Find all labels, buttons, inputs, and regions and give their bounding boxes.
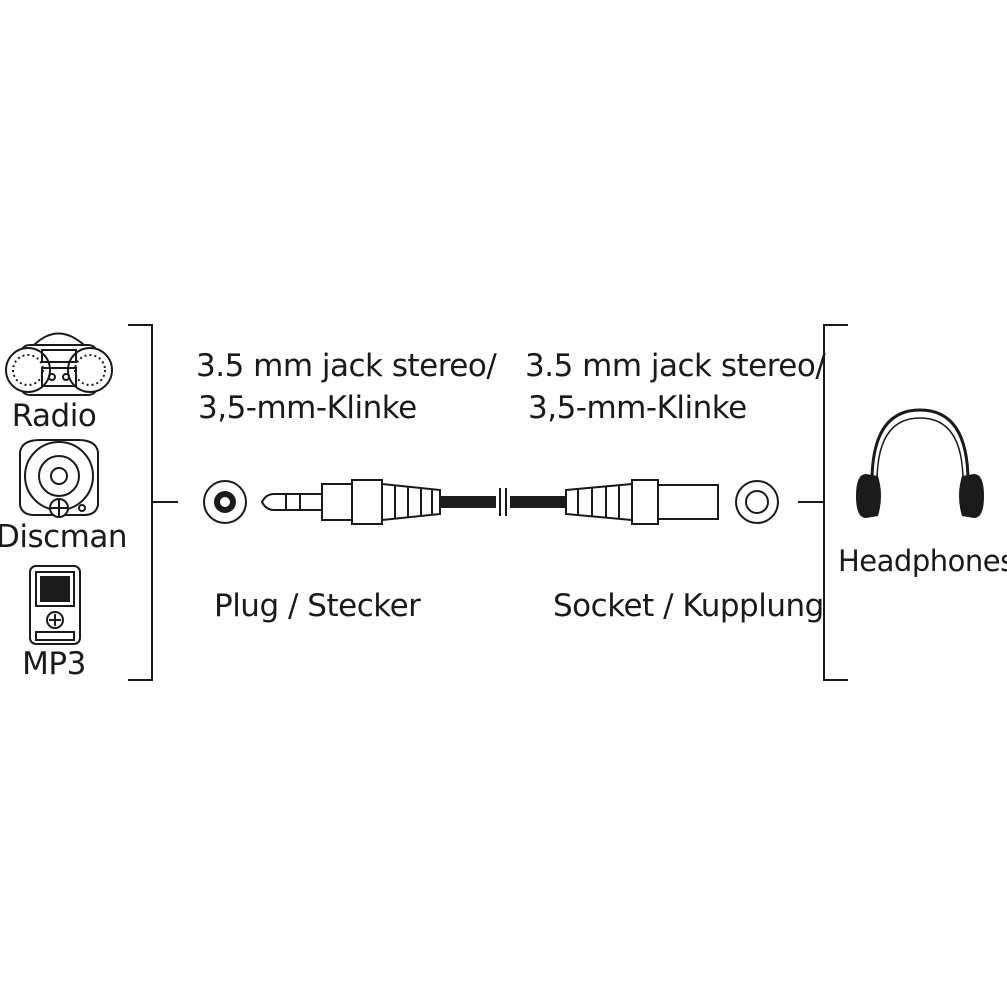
socket-end-icon	[735, 480, 779, 524]
discman-icon	[19, 439, 99, 518]
left-spec-line1: 3.5 mm jack stereo/	[196, 348, 497, 384]
right-bracket	[798, 324, 848, 681]
right-spec-line2: 3,5-mm-Klinke	[528, 390, 747, 426]
plug-connector	[260, 479, 441, 525]
radio-label: Radio	[11, 398, 97, 434]
radio-icon	[5, 332, 113, 396]
discman-label: Discman	[0, 519, 128, 555]
plug-label: Plug / Stecker	[214, 588, 421, 624]
cable	[440, 488, 566, 516]
headphones-label: Headphones	[838, 544, 1007, 578]
mp3-player-icon	[29, 565, 81, 645]
right-spec-line1: 3.5 mm jack stereo/	[525, 348, 826, 384]
socket-connector	[565, 479, 719, 525]
headphones-icon	[856, 408, 984, 518]
jack-plug-end-icon	[203, 480, 247, 524]
socket-label: Socket / Kupplung	[553, 588, 824, 624]
mp3-label: MP3	[22, 646, 86, 682]
left-bracket	[128, 324, 178, 681]
left-spec-line2: 3,5-mm-Klinke	[198, 390, 417, 426]
